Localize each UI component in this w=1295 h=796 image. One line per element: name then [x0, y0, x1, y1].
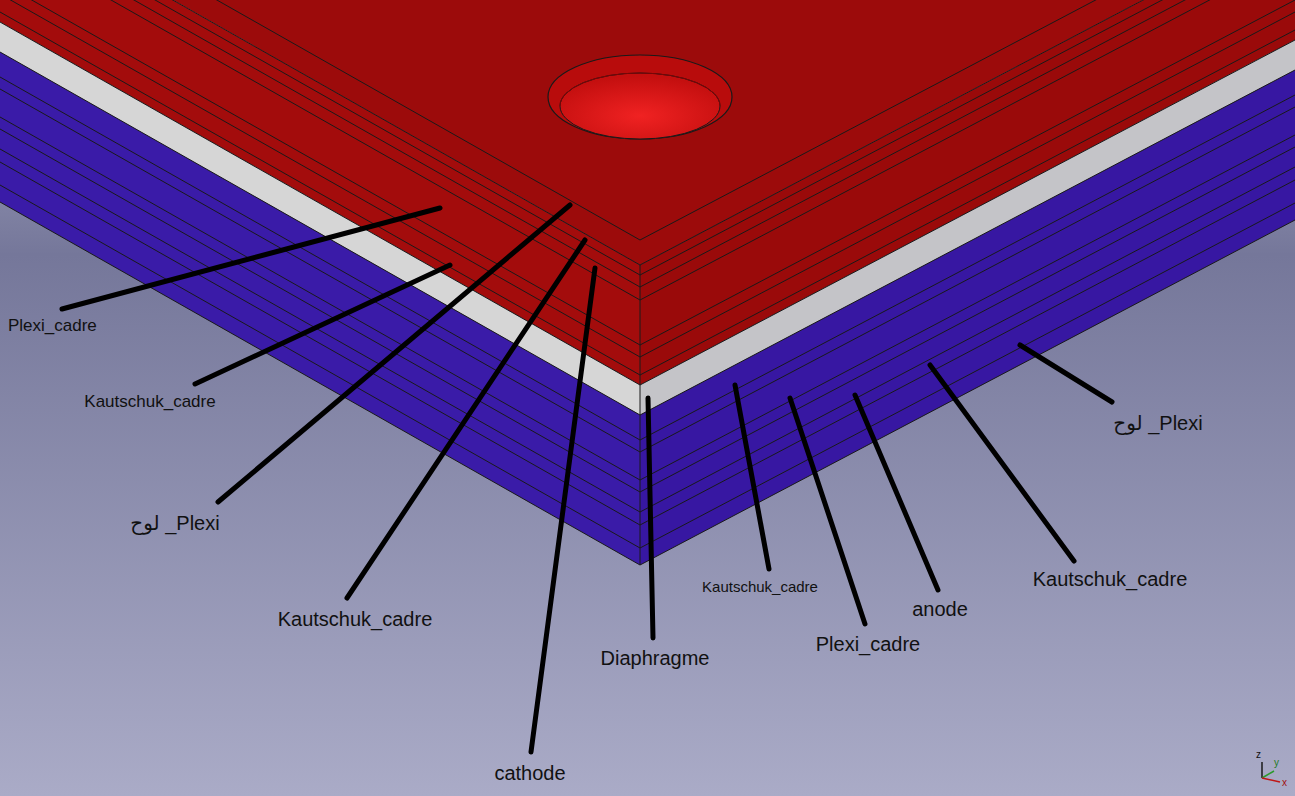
part-label: anode	[912, 598, 968, 621]
blue-layers-right	[640, 70, 1295, 565]
part-label: Kautschuk_cadre	[1033, 568, 1188, 591]
part-label: Kautschuk_cadre	[278, 608, 433, 631]
part-label: cathode	[494, 762, 565, 785]
part-label: Kautschuk_cadre	[84, 392, 215, 412]
leader-lines	[62, 205, 1112, 752]
axis-letter: z	[1256, 749, 1261, 761]
part-label: Kautschuk_cadre	[702, 578, 818, 595]
hole-rim	[548, 55, 732, 139]
blue-layers-left	[0, 52, 640, 565]
part-label: Plexi_cadre	[816, 633, 921, 656]
axis-letter: x	[1282, 777, 1287, 789]
part-label: Plexi_cadre	[8, 316, 97, 336]
axis-letter: y	[1274, 757, 1279, 769]
part-label: Diaphragme	[601, 647, 710, 670]
part-label: لوح _Plexi	[130, 512, 219, 535]
hole-bottom	[560, 73, 720, 139]
hole-wall	[560, 73, 720, 106]
part-label: لوح _Plexi	[1113, 412, 1202, 435]
